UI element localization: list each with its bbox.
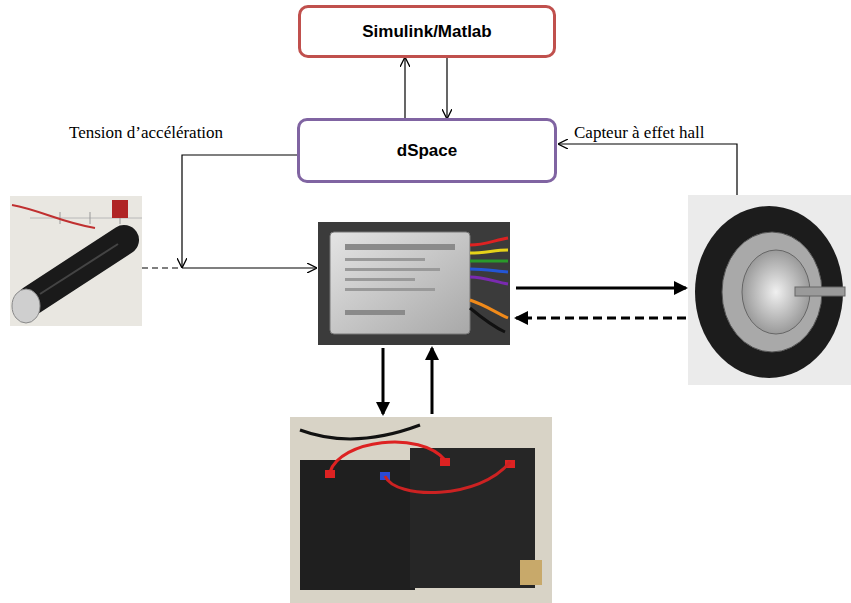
controller-case: [330, 232, 470, 334]
signal-wire: [182, 267, 316, 268]
photo-ground: [688, 195, 851, 385]
nameplate-mark: [345, 244, 455, 250]
battery: [410, 448, 535, 588]
photo-ground: [10, 196, 142, 326]
software-box: Simulink/Matlab: [298, 5, 556, 58]
wire: [470, 277, 508, 284]
connector: [520, 560, 542, 585]
power-arrow: [382, 348, 385, 414]
wheel-motor-photo: [688, 195, 851, 385]
signal-wire: [182, 155, 297, 267]
throttle-clamp: [112, 200, 128, 218]
photo-ground: [290, 417, 552, 603]
wire: [470, 238, 508, 245]
controller-photo: [318, 222, 510, 345]
nameplate-mark: [345, 288, 435, 291]
power-arrow: [516, 287, 686, 290]
grip-end: [12, 289, 40, 323]
throttle-grip: [32, 240, 124, 300]
data-link-arrow: [404, 58, 405, 118]
grip-ridge: [40, 244, 118, 294]
controller-board-box: dSpace: [297, 118, 557, 183]
ruler-tick: [90, 212, 91, 224]
battery: [300, 460, 415, 590]
signal-label: Capteur à effet hall: [573, 123, 705, 143]
data-link-arrow: [446, 58, 447, 118]
nameplate-mark: [345, 310, 405, 315]
box-title: Simulink/Matlab: [362, 22, 491, 42]
power-arrows: [383, 288, 686, 414]
signal-label: Tension d’accélération: [68, 123, 224, 143]
axle: [795, 287, 845, 296]
wire: [470, 260, 508, 263]
wire: [470, 269, 508, 272]
wire: [300, 425, 420, 439]
throttle-photo: [10, 196, 142, 326]
wire: [470, 300, 508, 318]
feedback-arrow: [516, 317, 686, 320]
battery-photo: [290, 417, 552, 603]
wire: [330, 442, 445, 472]
nameplate-mark: [345, 258, 425, 261]
box-title: dSpace: [397, 141, 457, 161]
nameplate-mark: [345, 278, 415, 281]
photo-ground: [318, 222, 510, 345]
signal-wire: [142, 267, 182, 268]
wire: [12, 205, 95, 228]
signal-wire: [559, 144, 737, 195]
wire: [470, 308, 505, 332]
wire: [385, 462, 510, 493]
wire: [470, 250, 508, 253]
nameplate-mark: [345, 268, 440, 271]
power-arrow: [431, 348, 434, 414]
